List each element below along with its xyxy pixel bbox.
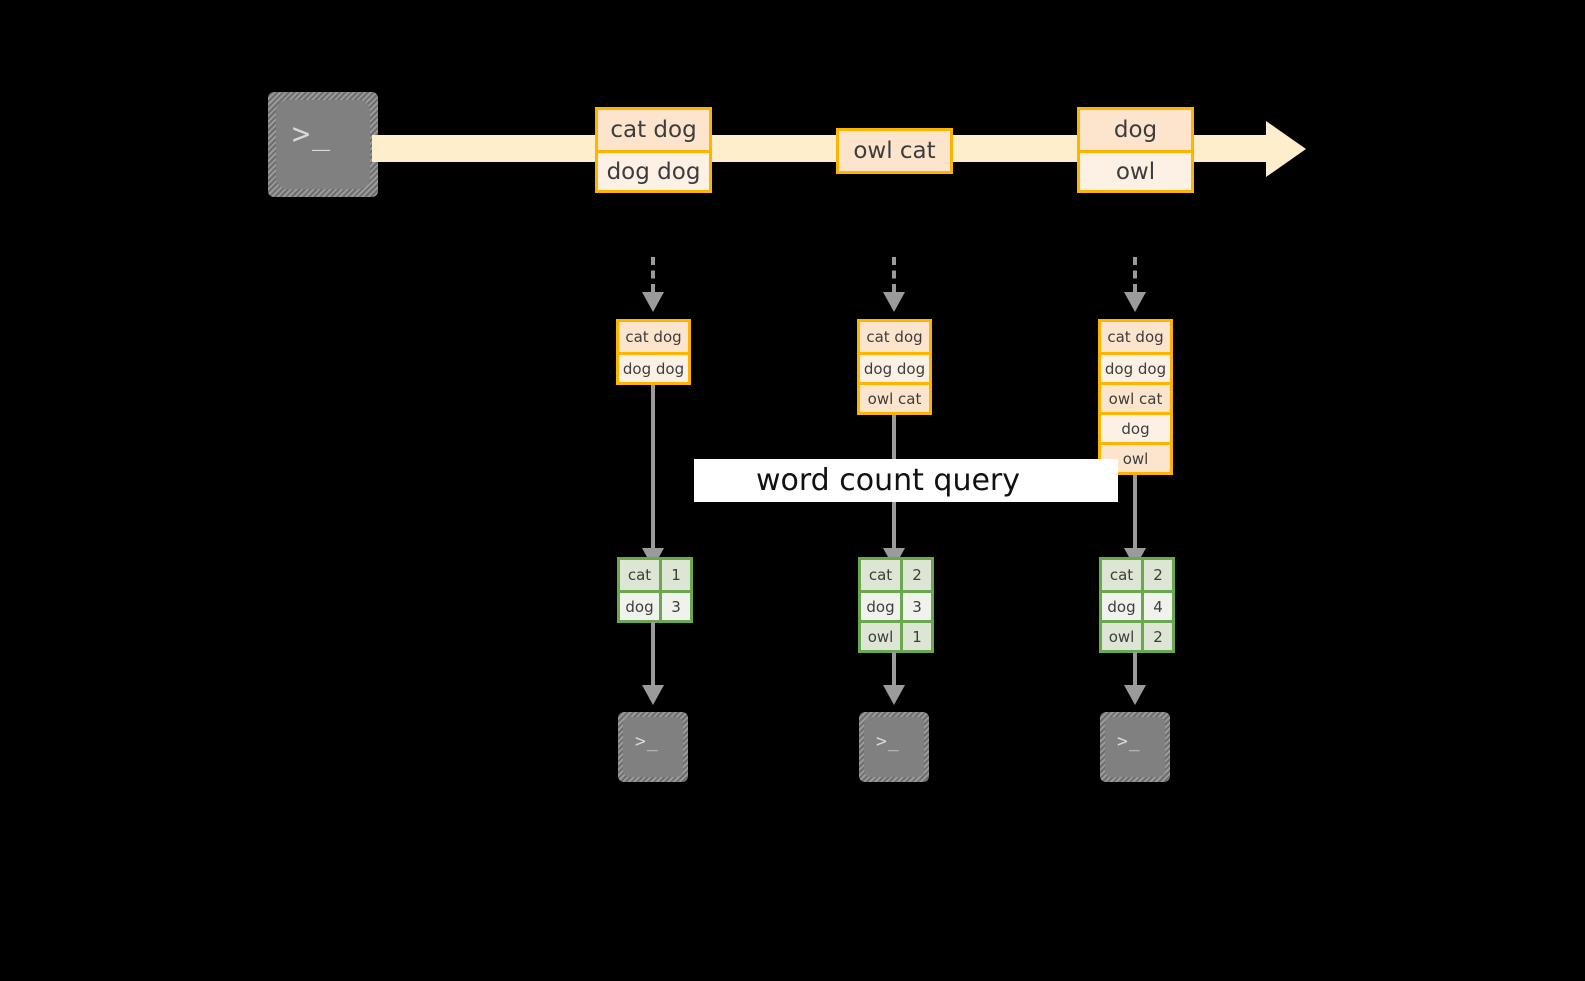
terminal-prompt-glyph: >_ — [876, 731, 900, 752]
stream-batch-1[interactable]: cat dog dog dog — [595, 107, 712, 193]
stream-to-table-arrowhead-1 — [642, 292, 664, 312]
query-connector-3 — [1133, 475, 1137, 550]
result-count: 1 — [903, 623, 931, 650]
sink-terminal-icon-2: >_ — [859, 712, 929, 782]
stream-to-table-connector-3 — [1133, 257, 1137, 292]
result-word: cat — [1102, 560, 1144, 590]
input-table-row: cat dog — [1101, 322, 1170, 352]
table-row: cat 2 — [861, 560, 931, 590]
terminal-prompt-glyph: >_ — [635, 731, 659, 752]
result-word: cat — [861, 560, 903, 590]
stream-to-table-arrowhead-3 — [1124, 292, 1146, 312]
result-word: dog — [861, 593, 903, 620]
result-word: dog — [620, 593, 662, 620]
result-table-3[interactable]: cat 2 dog 4 owl 2 — [1099, 557, 1175, 653]
input-table-row: owl cat — [1101, 382, 1170, 412]
query-label: word count query — [755, 463, 1021, 498]
table-row: cat 1 — [620, 560, 690, 590]
result-count: 2 — [1144, 560, 1172, 590]
table-row: dog 3 — [620, 590, 690, 620]
result-word: cat — [620, 560, 662, 590]
sink-terminal-icon-3: >_ — [1100, 712, 1170, 782]
result-count: 1 — [662, 560, 690, 590]
result-word: owl — [1102, 623, 1144, 650]
stream-to-table-connector-1 — [651, 257, 655, 292]
input-table-2[interactable]: cat dog dog dog owl cat — [857, 319, 932, 415]
stream-batch-3[interactable]: dog owl — [1077, 107, 1194, 193]
input-table-row: dog dog — [619, 352, 688, 382]
input-table-row: cat dog — [619, 322, 688, 352]
stream-event: cat dog — [598, 110, 709, 150]
sink-arrowhead-3 — [1124, 685, 1146, 705]
result-count: 3 — [903, 593, 931, 620]
terminal-prompt-glyph: >_ — [1117, 731, 1141, 752]
terminal-screen: >_ — [276, 100, 370, 189]
table-row: owl 1 — [861, 620, 931, 650]
input-table-1[interactable]: cat dog dog dog — [616, 319, 691, 385]
stream-event: dog — [1080, 110, 1191, 150]
input-table-3[interactable]: cat dog dog dog owl cat dog owl — [1098, 319, 1173, 475]
input-table-row: dog dog — [1101, 352, 1170, 382]
result-count: 4 — [1144, 593, 1172, 620]
terminal-screen: >_ — [864, 717, 924, 777]
result-word: dog — [1102, 593, 1144, 620]
input-table-row: cat dog — [860, 322, 929, 352]
query-connector-1 — [651, 385, 655, 550]
stream-to-table-arrowhead-2 — [883, 292, 905, 312]
input-table-row: dog — [1101, 412, 1170, 442]
table-row: dog 4 — [1102, 590, 1172, 620]
query-banner: word count query — [694, 459, 1118, 502]
sink-connector-1 — [651, 622, 655, 687]
sink-arrowhead-1 — [642, 685, 664, 705]
input-table-row: owl cat — [860, 382, 929, 412]
stream-event: owl cat — [839, 131, 950, 171]
result-table-2[interactable]: cat 2 dog 3 owl 1 — [858, 557, 934, 653]
input-table-row: dog dog — [860, 352, 929, 382]
table-row: owl 2 — [1102, 620, 1172, 650]
stream-batch-2[interactable]: owl cat — [836, 128, 953, 174]
sink-terminal-icon-1: >_ — [618, 712, 688, 782]
sink-connector-2 — [892, 652, 896, 687]
sink-connector-3 — [1133, 652, 1137, 687]
terminal-prompt-glyph: >_ — [292, 117, 333, 152]
result-count: 2 — [1144, 623, 1172, 650]
input-stream-arrowhead — [1266, 121, 1306, 177]
result-word: owl — [861, 623, 903, 650]
sink-arrowhead-2 — [883, 685, 905, 705]
result-count: 2 — [903, 560, 931, 590]
source-terminal-icon: >_ — [268, 92, 378, 197]
stream-to-table-connector-2 — [892, 257, 896, 292]
table-row: cat 2 — [1102, 560, 1172, 590]
terminal-screen: >_ — [623, 717, 683, 777]
terminal-screen: >_ — [1105, 717, 1165, 777]
result-table-1[interactable]: cat 1 dog 3 — [617, 557, 693, 623]
stream-event: dog dog — [598, 150, 709, 190]
stream-event: owl — [1080, 150, 1191, 190]
table-row: dog 3 — [861, 590, 931, 620]
result-count: 3 — [662, 593, 690, 620]
